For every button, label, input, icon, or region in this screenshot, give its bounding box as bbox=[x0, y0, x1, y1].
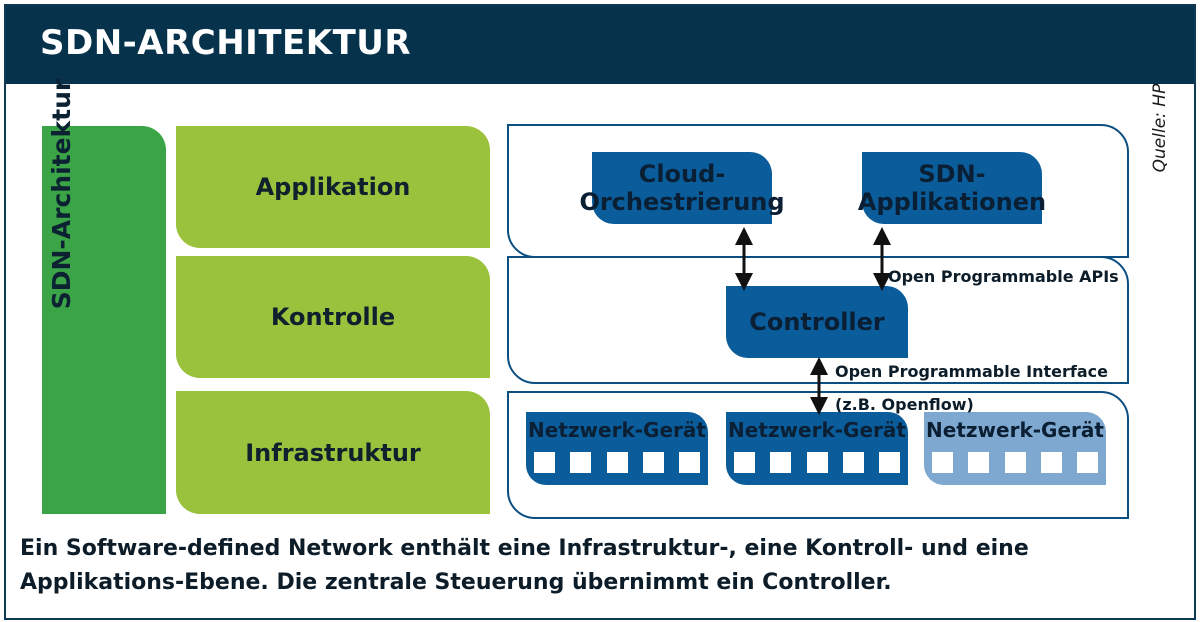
network-device-2: Netzwerk-Gerät bbox=[726, 412, 908, 485]
open-apis-label: Open Programmable APIs bbox=[888, 267, 1119, 286]
header-bar: SDN-ARCHITEKTUR bbox=[6, 6, 1194, 84]
port bbox=[679, 452, 700, 473]
device-ports bbox=[932, 452, 1098, 473]
device-ports bbox=[534, 452, 700, 473]
port bbox=[879, 452, 900, 473]
port bbox=[534, 452, 555, 473]
port bbox=[1077, 452, 1098, 473]
port bbox=[968, 452, 990, 473]
source-note: Quelle: HP bbox=[1150, 83, 1170, 173]
network-device-label: Netzwerk-Gerät bbox=[528, 418, 706, 442]
figure-title: SDN-ARCHITEKTUR bbox=[40, 23, 412, 63]
cloud-line-1: Cloud- bbox=[638, 160, 726, 188]
layer-control: Kontrolle bbox=[176, 256, 490, 378]
sdn-apps-line-2: Applikationen bbox=[857, 188, 1047, 216]
port bbox=[1004, 452, 1026, 473]
port bbox=[770, 452, 792, 473]
port bbox=[642, 452, 664, 473]
figure-caption: Ein Software-defined Network enthält ein… bbox=[20, 536, 1029, 595]
open-interface-label: Open Programmable Interface bbox=[835, 362, 1108, 381]
openflow-example-label: (z.B. Openflow) bbox=[835, 395, 974, 414]
layer-infrastructure-label: Infrastruktur bbox=[245, 438, 421, 467]
port bbox=[932, 452, 953, 473]
device-ports bbox=[734, 452, 900, 473]
port bbox=[806, 452, 828, 473]
network-device-label: Netzwerk-Gerät bbox=[926, 418, 1104, 442]
network-device-1: Netzwerk-Gerät bbox=[526, 412, 708, 485]
controller-box: Controller bbox=[726, 286, 908, 358]
sdn-architecture-side-bar bbox=[42, 126, 166, 514]
network-device-label: Netzwerk-Gerät bbox=[728, 418, 906, 442]
port bbox=[842, 452, 864, 473]
port bbox=[570, 452, 592, 473]
layer-application-label: Applikation bbox=[255, 173, 411, 201]
sdn-applications-label: SDN-Applikationen bbox=[858, 160, 1046, 216]
sdn-applications-box: SDN-Applikationen bbox=[858, 152, 1046, 224]
layer-infrastructure: Infrastruktur bbox=[176, 391, 490, 514]
port bbox=[1040, 452, 1062, 473]
cloud-orchestration-label: Cloud-Orchestrierung bbox=[579, 160, 784, 216]
port bbox=[606, 452, 628, 473]
port bbox=[734, 452, 755, 473]
cloud-line-2: Orchestrierung bbox=[579, 188, 785, 216]
network-device-3: Netzwerk-Gerät bbox=[924, 412, 1106, 485]
cloud-orchestration-box: Cloud-Orchestrierung bbox=[579, 152, 785, 224]
controller-label: Controller bbox=[749, 308, 885, 336]
layer-application: Applikation bbox=[176, 126, 490, 248]
sdn-apps-line-1: SDN- bbox=[918, 160, 986, 188]
layer-control-label: Kontrolle bbox=[270, 303, 396, 331]
